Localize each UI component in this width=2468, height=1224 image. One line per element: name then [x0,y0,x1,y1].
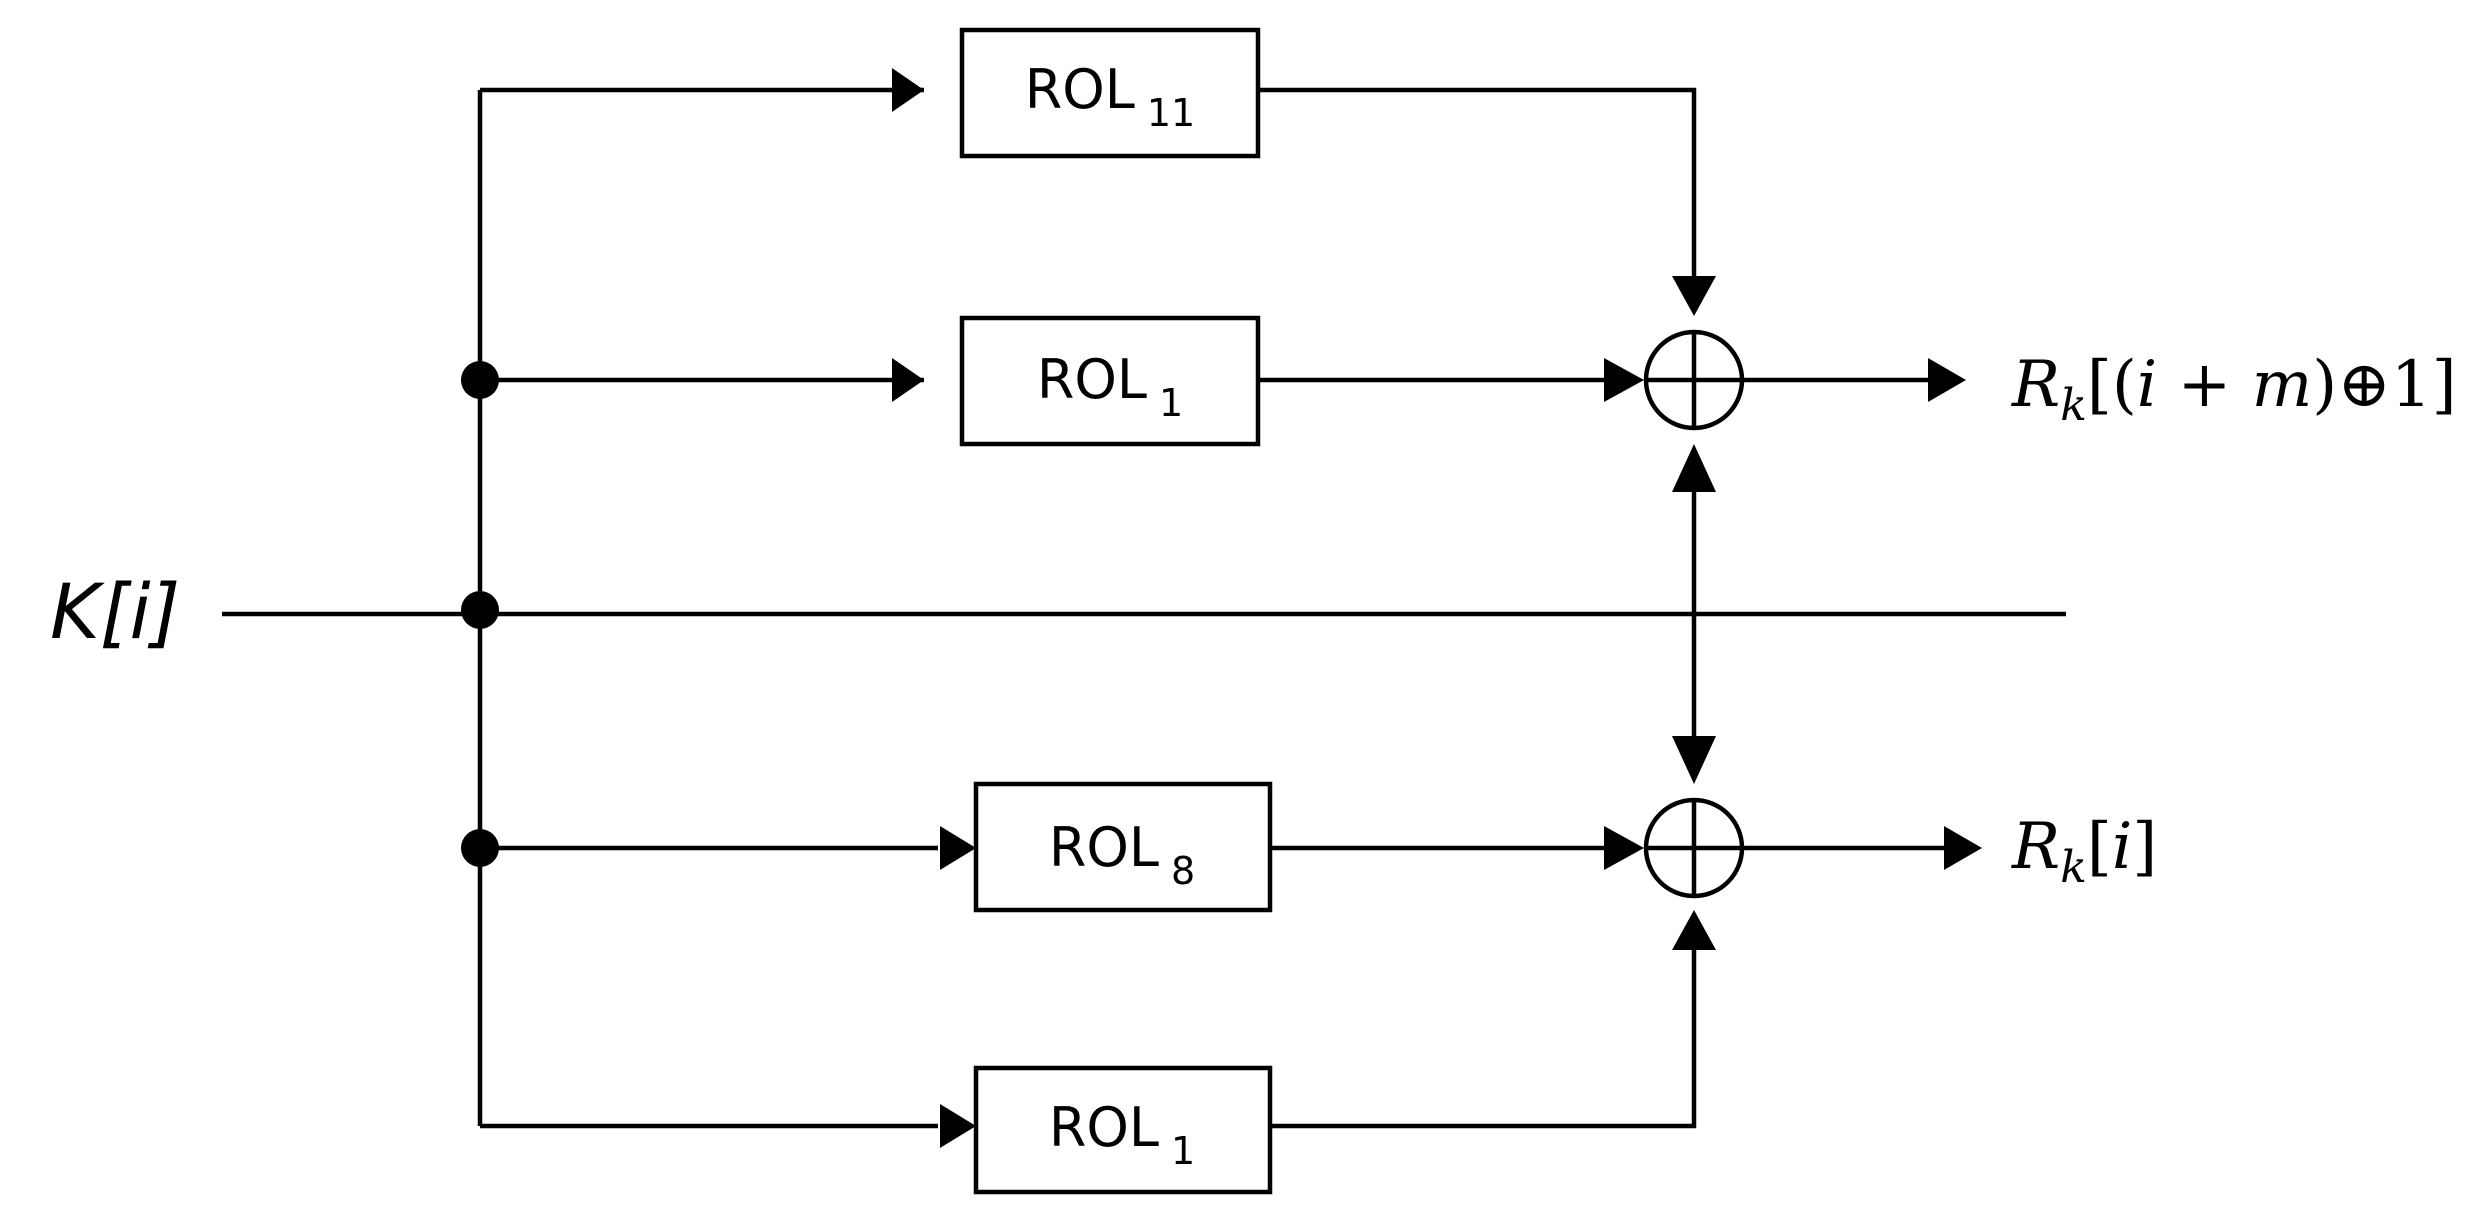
arrow-up-into-xor-upper [1672,444,1716,492]
arrow-into-rol1-upper [892,358,924,402]
arrow-output-lower [1944,826,1982,870]
rol-block-8-box [973,781,1273,913]
rol1-lower-to-xor [1270,942,1697,1129]
arrow-output-upper [1928,358,1966,402]
input-label: K[i] [50,567,180,656]
xor-gate-lower [1643,797,1745,899]
rol11-to-xor-upper [1258,87,1697,282]
wires [222,87,2066,1129]
junction-node-bus [461,591,499,629]
rol-block-1-upper-box [959,315,1261,447]
arrow-right-into-xor-lower [1604,826,1644,870]
rol-block-1-lower-box [973,1065,1273,1195]
arrowheads [892,68,1982,1148]
arrow-down-into-xor-lower [1672,736,1716,784]
arrow-into-rol11 [892,68,924,112]
arrow-into-rol8 [940,826,976,870]
arrow-right-into-xor-upper [1604,358,1644,402]
output-label-upper: Rk[(i + m)⊕1] [2011,348,2457,431]
arrow-down-into-xor-upper [1672,276,1716,316]
junction-node-lower [461,829,499,867]
junction-nodes [461,361,499,867]
output-label-lower: Rk[i] [2011,810,2157,893]
junction-node-upper [461,361,499,399]
xor-gate-upper [1643,329,1745,431]
arrow-up-into-xor-lower [1672,910,1716,950]
arrow-into-rol1-lower [940,1104,976,1148]
rol-block-11-box [959,27,1261,159]
